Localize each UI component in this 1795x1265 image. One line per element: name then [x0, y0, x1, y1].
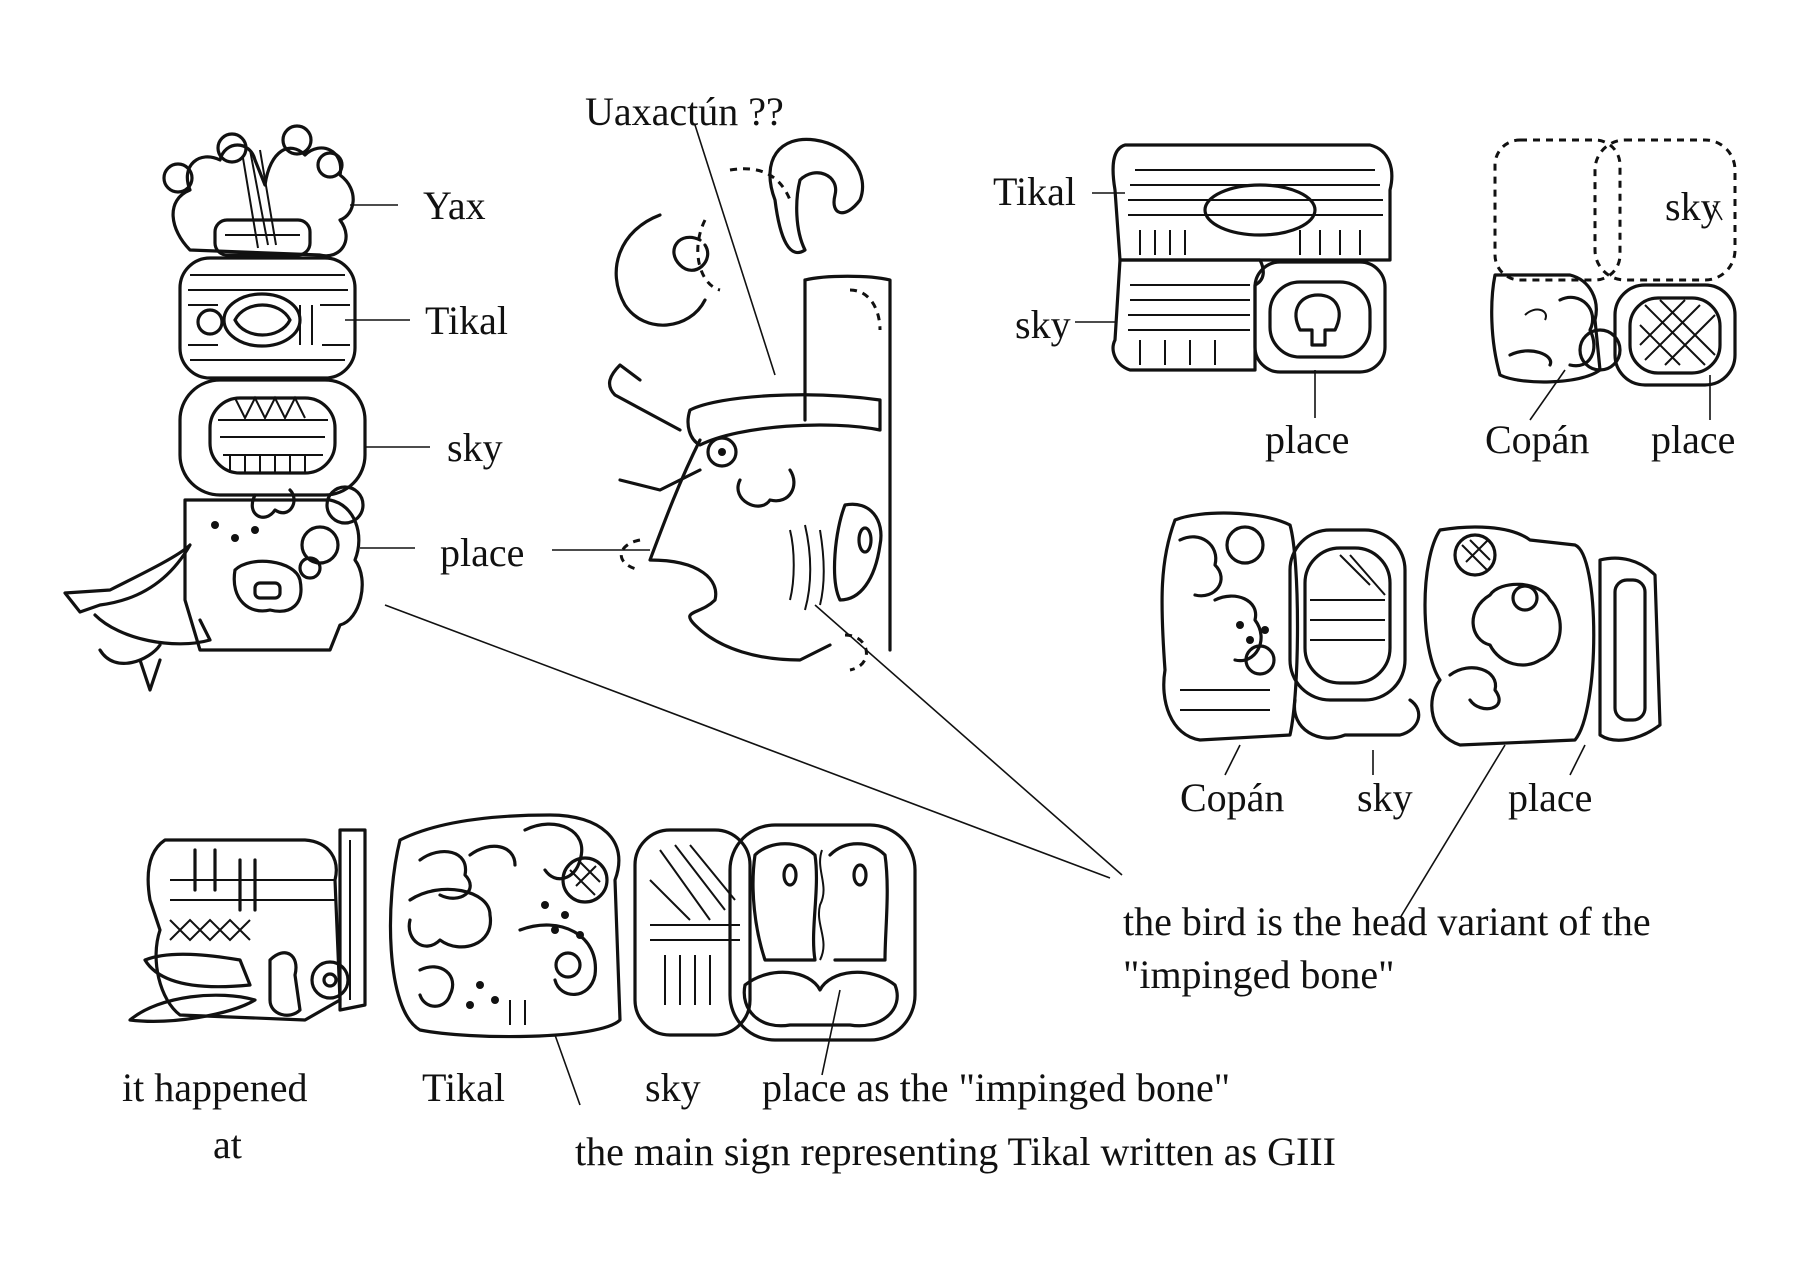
label-sky-a: sky [447, 425, 503, 470]
label-sky-d: sky [1665, 184, 1721, 229]
label-uaxactun: Uaxactún ?? [585, 89, 784, 134]
glyph-b-bird-head [607, 137, 892, 672]
glyph-d-copan-sky-place [1490, 138, 1737, 387]
label-place-e: place [1508, 775, 1593, 820]
label-main-sign-note: the main sign representing Tikal written… [575, 1129, 1336, 1174]
label-bird-note-line1: the bird is the head variant of the [1123, 899, 1651, 944]
glyph-a-yax-tikal-sky-place [63, 124, 367, 692]
glyph-f-it-happened-at [128, 828, 367, 1023]
label-place-as-impinged-bone: place as the "impinged bone" [762, 1065, 1231, 1110]
label-tikal-a: Tikal [425, 298, 509, 343]
glyph-i-place-impinged-bone [728, 823, 917, 1042]
glyph-e-copan-sky-bird-place [1160, 511, 1662, 747]
label-sky-c: sky [1015, 302, 1071, 347]
label-copan-e: Copán [1180, 775, 1285, 820]
leader-lines [345, 124, 1723, 1106]
label-place-a: place [440, 530, 525, 575]
label-place-d: place [1651, 417, 1736, 462]
label-place-c: place [1265, 417, 1350, 462]
label-it-happened: it happened [122, 1065, 308, 1110]
label-at: at [213, 1122, 242, 1167]
label-sky-f: sky [645, 1065, 701, 1110]
label-yax: Yax [423, 183, 486, 228]
glyph-g-tikal-giii [388, 813, 622, 1039]
label-copan-d: Copán [1485, 417, 1590, 462]
label-sky-e: sky [1357, 775, 1413, 820]
label-tikal-c: Tikal [993, 169, 1077, 214]
label-tikal-f: Tikal [422, 1065, 506, 1110]
glyph-c-tikal-sky-place [1111, 143, 1394, 374]
label-bird-note-line2: "impinged bone" [1123, 952, 1395, 997]
glyph-h-sky [633, 828, 752, 1037]
